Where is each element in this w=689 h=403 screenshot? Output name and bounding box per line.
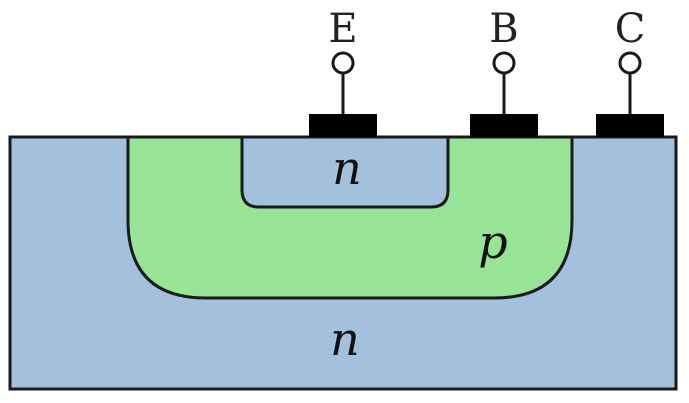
emitter-contact	[309, 114, 377, 137]
base-region-label: p	[478, 215, 507, 269]
emitter-terminal-icon	[331, 51, 355, 75]
collector-region-label: n	[330, 312, 360, 366]
emitter-region-label: n	[332, 141, 362, 195]
base-terminal-label: B	[489, 6, 518, 52]
collector-terminal-icon	[618, 51, 642, 75]
base-terminal-icon	[492, 51, 516, 75]
collector-terminal-label: C	[615, 6, 646, 52]
emitter-terminal-label: E	[328, 6, 357, 52]
emitter-n-region	[240, 135, 450, 209]
base-p-region	[126, 135, 574, 300]
collector-contact	[596, 114, 664, 137]
base-contact	[470, 114, 538, 137]
